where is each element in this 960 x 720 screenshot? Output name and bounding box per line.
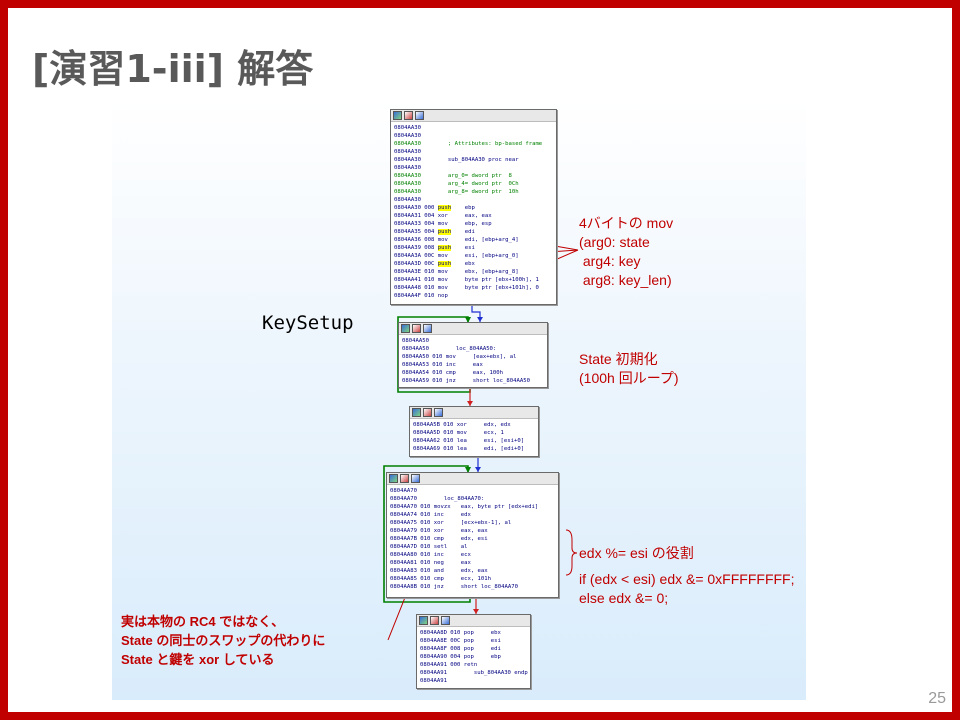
asm-line[interactable]: 0804AA69 010 lea edi, [edi+0] <box>413 446 525 452</box>
code-block-state-init[interactable]: 0804AA50 0804AA50 loc_804AA50: 0804AA50 01… <box>398 322 548 388</box>
graph-icon[interactable] <box>389 474 398 483</box>
asm-listing: 0804AA8D 010 pop ebx 0804AA8E 00C pop esi… <box>417 627 530 687</box>
graph-icon[interactable] <box>393 111 402 120</box>
keysetup-label: KeySetup <box>262 312 354 334</box>
asm-line[interactable]: 0804AA81 010 neg eax <box>390 560 471 566</box>
asm-line[interactable]: 0804AA3D 00C push ebx <box>394 261 475 267</box>
page-number: 25 <box>928 690 946 707</box>
asm-line[interactable]: 0804AA62 010 lea esi, [esi+0] <box>413 438 525 444</box>
asm-line[interactable]: 0804AA91 sub_804AA30 endp <box>420 670 528 676</box>
asm-line[interactable]: 0804AA50 loc_804AA50: <box>402 346 497 352</box>
edit-icon[interactable] <box>430 616 439 625</box>
graph-icon[interactable] <box>412 408 421 417</box>
block-toolbar <box>410 407 538 419</box>
asm-listing: 0804AA50 0804AA50 loc_804AA50: 0804AA50 01… <box>399 335 547 387</box>
graph-icon[interactable] <box>419 616 428 625</box>
asm-line[interactable]: 0804AA30 arg_4= dword ptr 0Ch <box>394 181 519 187</box>
asm-line[interactable]: 0804AA80 010 inc ecx <box>390 552 471 558</box>
asm-line[interactable]: 0804AA30 <box>394 165 421 171</box>
block-toolbar <box>387 473 558 485</box>
asm-line[interactable]: 0804AA50 010 mov [eax+ebx], al <box>402 354 517 360</box>
slide-title: [演習1-iii] 解答 <box>32 47 314 91</box>
edit-icon[interactable] <box>400 474 409 483</box>
graph-icon[interactable] <box>401 324 410 333</box>
asm-line[interactable]: 0804AA85 010 cmp ecx, 101h <box>390 576 492 582</box>
asm-line[interactable]: 0804AA5B 010 xor edx, edx <box>413 422 511 428</box>
asm-line[interactable]: 0804AA30 <box>394 125 421 131</box>
asm-line[interactable]: 0804AA50 <box>402 338 429 344</box>
xref-icon[interactable] <box>411 474 420 483</box>
asm-line[interactable]: 0804AA91 <box>420 678 447 684</box>
asm-listing: 0804AA30 0804AA30 0804AA30 ; Attributes: b… <box>391 122 556 302</box>
asm-line[interactable]: 0804AA54 010 cmp eax, 100h <box>402 370 504 376</box>
annotation-state-init: State 初期化 (100h 回ループ) <box>579 351 679 386</box>
asm-line[interactable]: 0804AA30 sub_804AA30 proc near <box>394 157 519 163</box>
xref-icon[interactable] <box>441 616 450 625</box>
asm-line[interactable]: 0804AA8B 010 jnz short loc_804AA70 <box>390 584 518 590</box>
asm-line[interactable]: 0804AA41 010 mov byte ptr [ebx+100h], 1 <box>394 277 539 283</box>
asm-line[interactable]: 0804AA8E 00C pop esi <box>420 638 501 644</box>
edit-icon[interactable] <box>404 111 413 120</box>
xref-icon[interactable] <box>415 111 424 120</box>
code-block-epilogue[interactable]: 0804AA8D 010 pop ebx 0804AA8E 00C pop esi… <box>416 614 531 689</box>
code-block-prologue[interactable]: 0804AA30 0804AA30 0804AA30 ; Attributes: b… <box>390 109 557 305</box>
asm-line[interactable]: 0804AA75 010 xor [ecx+ebx-1], al <box>390 520 512 526</box>
asm-line[interactable]: 0804AA79 010 xor eax, eax <box>390 528 488 534</box>
asm-line[interactable]: 0804AA7B 010 cmp edx, esi <box>390 536 488 542</box>
asm-line[interactable]: 0804AA30 arg_8= dword ptr 10h <box>394 189 519 195</box>
asm-line[interactable]: 0804AA91 000 retn <box>420 662 478 668</box>
asm-line[interactable]: 0804AA4F 010 nop <box>394 293 448 299</box>
xref-icon[interactable] <box>434 408 443 417</box>
asm-line[interactable]: 0804AA70 loc_804AA70: <box>390 496 485 502</box>
asm-line[interactable]: 0804AA70 010 movzx eax, byte ptr [edx+ed… <box>390 504 539 510</box>
asm-listing: 0804AA5B 010 xor edx, edx 0804AA5D 010 mo… <box>410 419 538 455</box>
asm-line[interactable]: 0804AA3E 010 mov ebx, [ebp+arg_8] <box>394 269 519 275</box>
block-toolbar <box>391 110 556 122</box>
code-block-xor-loop[interactable]: 0804AA70 0804AA70 loc_804AA70: 0804AA70 01… <box>386 472 559 598</box>
asm-line[interactable]: 0804AA30 <box>394 133 421 139</box>
asm-line[interactable]: 0804AA30 000 push ebp <box>394 205 475 211</box>
asm-line[interactable]: 0804AA53 010 inc eax <box>402 362 483 368</box>
asm-line[interactable]: 0804AA30 <box>394 197 421 203</box>
asm-line[interactable]: 0804AA36 008 mov edi, [ebp+arg_4] <box>394 237 519 243</box>
asm-line[interactable]: 0804AA30 arg_0= dword ptr 8 <box>394 173 512 179</box>
asm-line[interactable]: 0804AA39 008 push esi <box>394 245 475 251</box>
asm-line[interactable]: 0804AA31 004 xor eax, eax <box>394 213 492 219</box>
asm-line[interactable]: 0804AA48 010 mov byte ptr [ebx+101h], 0 <box>394 285 539 291</box>
asm-line[interactable]: 0804AA33 004 mov ebp, esp <box>394 221 492 227</box>
asm-line[interactable]: 0804AA83 010 and edx, eax <box>390 568 488 574</box>
asm-line[interactable]: 0804AA8D 010 pop ebx <box>420 630 501 636</box>
asm-line[interactable]: 0804AA8F 008 pop edi <box>420 646 501 652</box>
asm-line[interactable]: 0804AA35 004 push edi <box>394 229 475 235</box>
edit-icon[interactable] <box>423 408 432 417</box>
asm-line[interactable]: 0804AA74 010 inc edx <box>390 512 471 518</box>
asm-listing: 0804AA70 0804AA70 loc_804AA70: 0804AA70 01… <box>387 485 558 593</box>
block-toolbar <box>417 615 530 627</box>
annotation-mov4: 4バイトの mov (arg0: state arg4: key arg8: k… <box>579 215 674 288</box>
code-block-setup[interactable]: 0804AA5B 010 xor edx, edx 0804AA5D 010 mo… <box>409 406 539 457</box>
annotation-rc4-note: 実は本物の RC4 ではなく、 State の同士のスワップの代わりに Stat… <box>121 614 326 667</box>
asm-line[interactable]: 0804AA59 010 jnz short loc_804AA50 <box>402 378 530 384</box>
block-toolbar <box>399 323 547 335</box>
asm-line[interactable]: 0804AA90 004 pop ebp <box>420 654 501 660</box>
asm-line[interactable]: 0804AA3A 00C mov esi, [ebp+arg_0] <box>394 253 519 259</box>
annotation-edx-code: if (edx < esi) edx &= 0xFFFFFFFF; else e… <box>579 571 795 606</box>
annotation-edx-role: edx %= esi の役割 <box>579 545 694 561</box>
edit-icon[interactable] <box>412 324 421 333</box>
asm-line[interactable]: 0804AA30 ; Attributes: bp-based frame <box>394 141 543 147</box>
xref-icon[interactable] <box>423 324 432 333</box>
asm-line[interactable]: 0804AA70 <box>390 488 417 494</box>
asm-line[interactable]: 0804AA30 <box>394 149 421 155</box>
asm-line[interactable]: 0804AA5D 010 mov ecx, 1 <box>413 430 504 436</box>
asm-line[interactable]: 0804AA7D 010 setl al <box>390 544 468 550</box>
